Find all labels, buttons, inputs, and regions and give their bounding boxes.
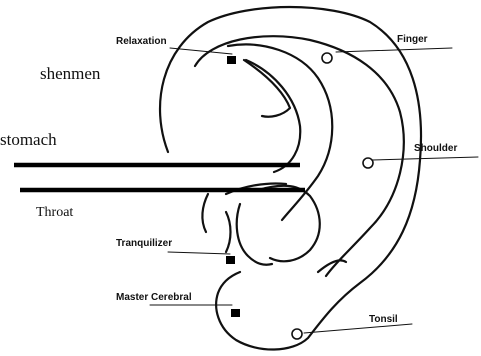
shenmen-label: shenmen xyxy=(40,64,100,84)
antihelix-fold xyxy=(228,44,332,220)
ear-outer-outline xyxy=(160,7,421,350)
shoulder-point-marker xyxy=(363,158,373,168)
finger-point-marker xyxy=(322,53,332,63)
intertragic-notch xyxy=(226,212,231,252)
ear-inner-ridge xyxy=(195,36,404,276)
relaxation-label: Relaxation xyxy=(116,36,167,47)
tranquilizer-label: Tranquilizer xyxy=(116,238,172,249)
shoulder-label: Shoulder xyxy=(414,143,457,154)
tragus xyxy=(237,204,272,265)
finger-label: Finger xyxy=(397,34,428,45)
relaxation-point-marker xyxy=(227,56,236,64)
master-cerebral-label: Master Cerebral xyxy=(116,292,192,303)
tranquilizer-point-marker xyxy=(226,256,235,264)
tonsil-point-marker xyxy=(292,329,302,339)
lobe-curve xyxy=(318,260,346,272)
antitragus xyxy=(202,194,208,232)
tonsil-label: Tonsil xyxy=(369,314,398,325)
throat-label: Throat xyxy=(36,205,73,221)
stomach-label: stomach xyxy=(0,130,57,150)
master-cerebral-point-marker xyxy=(231,309,240,317)
concha-lower xyxy=(258,186,320,262)
